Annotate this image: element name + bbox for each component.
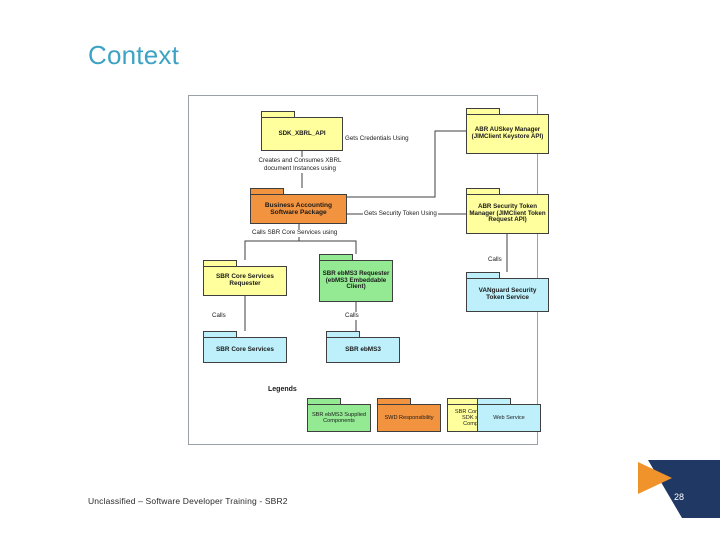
node-label: SBR Core Services <box>203 337 287 363</box>
node-sbr-ebms3-requester[interactable]: SBR ebMS3 Requester (ebMS3 Embeddable Cl… <box>319 254 393 302</box>
node-vanguard-security-token-service[interactable]: VANguard Security Token Service <box>466 272 549 312</box>
edge-label-calls-ebms: Calls <box>344 312 360 320</box>
edge-label-gets-credentials: Gets Credentials Using <box>344 135 410 143</box>
package-tab <box>466 188 500 194</box>
node-business-accounting-software-package[interactable]: Business Accounting Software Package <box>250 188 347 224</box>
node-label: ABR AUSkey Manager (JIMClient Keystore A… <box>466 114 549 154</box>
legend-title: Legends <box>268 386 297 393</box>
diagram-canvas: SDK_XBRL_API ABR AUSkey Manager (JIMClie… <box>189 96 549 444</box>
package-tab <box>203 260 237 266</box>
edge-label-calls-vanguard: Calls <box>487 256 503 264</box>
legend-item-sbr-ebms3-supplied-components: SBR ebMS3 Supplied Components <box>307 398 371 432</box>
corner-decoration <box>638 460 720 518</box>
legend-item-label: SBR ebMS3 Supplied Components <box>307 404 371 432</box>
package-tab <box>326 331 360 337</box>
package-tab <box>250 188 284 194</box>
package-tab <box>203 331 237 337</box>
package-tab <box>307 398 341 404</box>
package-tab <box>466 108 500 114</box>
page-title: Context <box>88 40 180 70</box>
legend-item-web-service: Web Service <box>477 398 541 432</box>
node-label: Business Accounting Software Package <box>250 194 347 224</box>
node-abr-security-token-manager[interactable]: ABR Security Token Manager (JIMClient To… <box>466 188 549 234</box>
package-tab <box>477 398 511 404</box>
node-label: SBR ebMS3 <box>326 337 400 363</box>
node-label: SDK_XBRL_API <box>261 117 343 151</box>
package-tab <box>319 254 353 260</box>
node-sbr-ebms3[interactable]: SBR ebMS3 <box>326 331 400 363</box>
page-number: 28 <box>673 492 684 502</box>
node-label: VANguard Security Token Service <box>466 278 549 312</box>
package-tab <box>377 398 411 404</box>
corner-dark-shape <box>648 460 720 518</box>
diagram-container: SDK_XBRL_API ABR AUSkey Manager (JIMClie… <box>188 95 549 445</box>
node-label: ABR Security Token Manager (JIMClient To… <box>466 194 549 234</box>
package-tab <box>466 272 500 278</box>
legend-item-label: SWD Responsibility <box>377 404 441 432</box>
node-sbr-core-services-requester[interactable]: SBR Core Services Requester <box>203 260 287 296</box>
edge-label-gets-security-token: Gets Security Token Using <box>363 210 438 218</box>
corner-orange-triangle <box>638 462 672 494</box>
node-label: SBR ebMS3 Requester (ebMS3 Embeddable Cl… <box>319 260 393 302</box>
node-sbr-core-services[interactable]: SBR Core Services <box>203 331 287 363</box>
legend-item-label: Web Service <box>477 404 541 432</box>
footer-text: Unclassified – Software Developer Traini… <box>88 496 288 506</box>
edge-label-calls-core: Calls <box>211 312 227 320</box>
node-sdk-xbrl-api[interactable]: SDK_XBRL_API <box>261 111 343 151</box>
package-tab <box>261 111 295 117</box>
edge-label-calls-sbr-core-services: Calls SBR Core Services using <box>251 229 339 237</box>
node-label: SBR Core Services Requester <box>203 266 287 296</box>
legend-item-swd-responsibility: SWD Responsibility <box>377 398 441 432</box>
edge-label-creates-consumes: Creates and Consumes XBRL document Insta… <box>249 157 351 173</box>
node-abr-auskey-manager[interactable]: ABR AUSkey Manager (JIMClient Keystore A… <box>466 108 549 154</box>
